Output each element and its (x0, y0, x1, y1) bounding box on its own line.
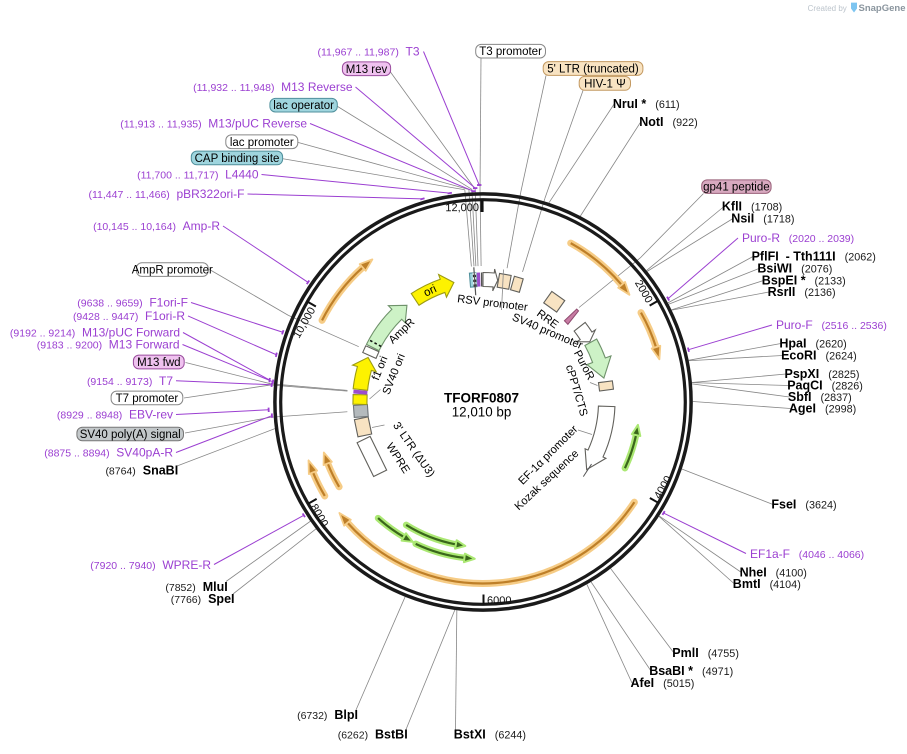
svg-text:NotI (922): NotI (922) (639, 115, 698, 129)
svg-text:(9428 .. 9447) F1ori-R: (9428 .. 9447) F1ori-R (73, 309, 185, 323)
svg-text:FseI (3624): FseI (3624) (771, 498, 836, 512)
svg-text:AgeI (2998): AgeI (2998) (789, 402, 856, 416)
svg-text:6000: 6000 (487, 595, 512, 607)
svg-text:(9638 .. 9659) F1ori-F: (9638 .. 9659) F1ori-F (77, 296, 188, 310)
svg-text:(6262) BstBI: (6262) BstBI (338, 728, 408, 742)
svg-text:(11,913 .. 11,935) M13/pUC Re: (11,913 .. 11,935) M13/pUC Reverse (120, 117, 307, 131)
svg-text:SV40 poly(A) signal: SV40 poly(A) signal (80, 429, 181, 441)
svg-text:(11,932 .. 11,948) M13 Revers: (11,932 .. 11,948) M13 Reverse (193, 80, 353, 94)
svg-text:NsiI (1718): NsiI (1718) (731, 212, 794, 226)
svg-text:SnapGene: SnapGene (859, 3, 906, 14)
svg-text:(7920 .. 7940) WPRE-R: (7920 .. 7940) WPRE-R (90, 558, 211, 572)
svg-text:BsaBI * (4971): BsaBI * (4971) (649, 664, 733, 678)
svg-text:(11,967 .. 11,987) T3: (11,967 .. 11,987) T3 (317, 45, 419, 59)
svg-text:EF1a-F (4046 .. 4066): EF1a-F (4046 .. 4066) (750, 547, 864, 561)
svg-text:(6732) BlpI: (6732) BlpI (297, 708, 358, 722)
svg-text:NruI * (611): NruI * (611) (613, 97, 680, 111)
svg-text:(7852) MluI: (7852) MluI (165, 580, 227, 594)
svg-text:12,010 bp: 12,010 bp (452, 405, 512, 420)
svg-text:(10,145 .. 10,164) Amp-R: (10,145 .. 10,164) Amp-R (93, 219, 220, 233)
svg-text:5' LTR (truncated): 5' LTR (truncated) (547, 64, 639, 76)
svg-text:AmpR promoter: AmpR promoter (132, 265, 213, 277)
svg-text:(11,447 .. 11,466) pBR322ori-: (11,447 .. 11,466) pBR322ori-F (88, 187, 244, 201)
svg-text:BstXI (6244): BstXI (6244) (454, 728, 526, 742)
svg-text:T3 promoter: T3 promoter (479, 46, 542, 58)
svg-text:12,000: 12,000 (445, 202, 479, 214)
svg-text:(8764) SnaBI: (8764) SnaBI (105, 464, 178, 478)
svg-text:BmtI (4104): BmtI (4104) (733, 577, 801, 591)
svg-text:EcoRI (2624): EcoRI (2624) (781, 349, 857, 363)
svg-text:lac promoter: lac promoter (230, 137, 294, 149)
svg-text:M13 rev: M13 rev (346, 64, 388, 76)
svg-text:(8929 .. 8948) EBV-rev: (8929 .. 8948) EBV-rev (57, 408, 173, 422)
svg-text:T7 promoter: T7 promoter (116, 393, 179, 405)
svg-text:Puro-R (2020 .. 2039): Puro-R (2020 .. 2039) (742, 231, 854, 245)
svg-text:(11,700 .. 11,717) L4440: (11,700 .. 11,717) L4440 (137, 168, 259, 182)
svg-text:Puro-F (2516 .. 2536): Puro-F (2516 .. 2536) (776, 318, 887, 332)
svg-text:RsrII (2136): RsrII (2136) (768, 285, 836, 299)
svg-text:PmlI (4755): PmlI (4755) (672, 646, 739, 660)
svg-text:TFORF0807: TFORF0807 (444, 391, 519, 406)
svg-text:AfeI (5015): AfeI (5015) (631, 676, 695, 690)
svg-text:Created by: Created by (808, 4, 847, 13)
svg-text:(7766) SpeI: (7766) SpeI (171, 592, 235, 606)
svg-text:lac operator: lac operator (273, 100, 334, 112)
svg-text:CAP binding site: CAP binding site (195, 153, 280, 165)
svg-text:HIV-1 Ψ: HIV-1 Ψ (584, 79, 626, 91)
svg-text:M13 fwd: M13 fwd (137, 357, 180, 369)
svg-text:gp41 peptide: gp41 peptide (703, 182, 770, 194)
svg-text:(9154 .. 9173) T7: (9154 .. 9173) T7 (87, 374, 173, 388)
svg-text:(9183 .. 9200) M13 Forward: (9183 .. 9200) M13 Forward (37, 338, 180, 352)
svg-text:(8875 .. 8894) SV40pA-R: (8875 .. 8894) SV40pA-R (44, 446, 173, 460)
